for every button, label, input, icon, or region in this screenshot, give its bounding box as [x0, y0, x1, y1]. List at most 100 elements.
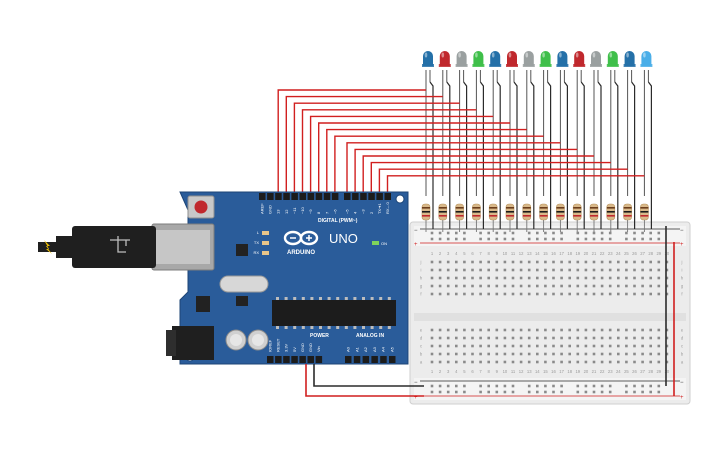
rail-hole[interactable] [430, 384, 434, 388]
breadboard-hole[interactable] [600, 292, 604, 296]
breadboard-hole[interactable] [592, 276, 596, 280]
led-ground-wire[interactable] [580, 81, 585, 229]
breadboard-hole[interactable] [608, 292, 612, 296]
breadboard-hole[interactable] [446, 276, 450, 280]
led-ground-wire[interactable] [513, 81, 518, 229]
usb-plug-icon[interactable] [38, 226, 156, 268]
breadboard-hole[interactable] [471, 276, 474, 280]
rail-hole[interactable] [552, 384, 555, 388]
breadboard-hole[interactable] [633, 360, 636, 364]
rail-hole[interactable] [438, 237, 442, 241]
breadboard-hole[interactable] [446, 360, 450, 364]
breadboard-hole[interactable] [617, 268, 620, 272]
breadboard-hole[interactable] [665, 260, 669, 264]
breadboard-hole[interactable] [430, 276, 434, 280]
digital-pin-socket[interactable] [299, 193, 307, 200]
led-ground-wire[interactable] [463, 81, 468, 229]
breadboard-hole[interactable] [568, 292, 571, 296]
breadboard-hole[interactable] [511, 344, 515, 348]
power-wires[interactable] [305, 226, 675, 397]
breadboard-hole[interactable] [487, 268, 490, 272]
breadboard-hole[interactable] [479, 336, 482, 340]
breadboard-hole[interactable] [446, 352, 450, 356]
breadboard-hole[interactable] [617, 292, 620, 296]
rail-hole[interactable] [576, 231, 580, 235]
breadboard-hole[interactable] [649, 360, 652, 364]
breadboard-hole[interactable] [576, 292, 580, 296]
breadboard-hole[interactable] [471, 268, 474, 272]
breadboard-hole[interactable] [600, 284, 604, 288]
breadboard-hole[interactable] [625, 344, 628, 348]
led-row[interactable] [422, 51, 653, 67]
breadboard-hole[interactable] [560, 352, 563, 356]
breadboard-hole[interactable] [552, 352, 555, 356]
breadboard-hole[interactable] [479, 276, 482, 280]
breadboard-hole[interactable] [600, 260, 604, 264]
breadboard-hole[interactable] [641, 284, 644, 288]
breadboard-hole[interactable] [560, 284, 563, 288]
breadboard-hole[interactable] [576, 284, 580, 288]
breadboard-hole[interactable] [430, 284, 434, 288]
breadboard-hole[interactable] [592, 268, 596, 272]
rail-hole[interactable] [438, 384, 442, 388]
breadboard-hole[interactable] [560, 344, 563, 348]
breadboard-hole[interactable] [455, 276, 458, 280]
rail-hole[interactable] [608, 237, 612, 241]
breadboard-hole[interactable] [430, 292, 434, 296]
breadboard-hole[interactable] [503, 336, 507, 340]
breadboard-hole[interactable] [463, 352, 466, 356]
breadboard-hole[interactable] [503, 344, 507, 348]
breadboard-hole[interactable] [503, 284, 507, 288]
breadboard-hole[interactable] [633, 268, 636, 272]
led[interactable] [574, 51, 585, 66]
breadboard-hole[interactable] [600, 268, 604, 272]
breadboard-hole[interactable] [633, 352, 636, 356]
breadboard-hole[interactable] [584, 276, 588, 280]
breadboard-hole[interactable] [617, 276, 620, 280]
breadboard-hole[interactable] [617, 328, 620, 332]
power-pin-socket[interactable] [267, 356, 274, 363]
breadboard-hole[interactable] [657, 328, 661, 332]
breadboard-hole[interactable] [592, 328, 596, 332]
breadboard-hole[interactable] [479, 268, 482, 272]
breadboard-hole[interactable] [544, 268, 547, 272]
breadboard-hole[interactable] [576, 344, 580, 348]
breadboard-hole[interactable] [503, 276, 507, 280]
breadboard-hole[interactable] [625, 292, 628, 296]
breadboard-hole[interactable] [617, 284, 620, 288]
breadboard-hole[interactable] [438, 344, 442, 348]
breadboard-hole[interactable] [519, 292, 523, 296]
breadboard-hole[interactable] [536, 284, 539, 288]
breadboard-hole[interactable] [657, 336, 661, 340]
breadboard-hole[interactable] [657, 284, 661, 288]
breadboard-hole[interactable] [455, 284, 458, 288]
breadboard-hole[interactable] [633, 328, 636, 332]
breadboard-hole[interactable] [463, 328, 466, 332]
breadboard-hole[interactable] [438, 328, 442, 332]
resistors[interactable] [421, 203, 649, 232]
signal-wire[interactable] [326, 128, 527, 196]
breadboard-hole[interactable] [592, 260, 596, 264]
breadboard-hole[interactable] [641, 360, 644, 364]
reset-button[interactable] [194, 200, 208, 214]
breadboard-hole[interactable] [568, 284, 571, 288]
breadboard-hole[interactable] [617, 336, 620, 340]
breadboard-hole[interactable] [487, 352, 490, 356]
breadboard-hole[interactable] [463, 276, 466, 280]
breadboard-hole[interactable] [479, 352, 482, 356]
breadboard-hole[interactable] [471, 328, 474, 332]
breadboard-hole[interactable] [536, 352, 539, 356]
signal-wire[interactable] [309, 115, 494, 196]
breadboard-hole[interactable] [511, 328, 515, 332]
breadboard-hole[interactable] [487, 360, 490, 364]
breadboard-hole[interactable] [430, 344, 434, 348]
led[interactable] [624, 51, 635, 66]
breadboard-hole[interactable] [657, 360, 661, 364]
breadboard-hole[interactable] [430, 260, 434, 264]
breadboard-hole[interactable] [430, 352, 434, 356]
breadboard-hole[interactable] [511, 360, 515, 364]
analog-pin-header[interactable] [345, 356, 396, 363]
rail-hole[interactable] [536, 384, 539, 388]
rail-hole[interactable] [527, 237, 531, 241]
breadboard-hole[interactable] [536, 276, 539, 280]
